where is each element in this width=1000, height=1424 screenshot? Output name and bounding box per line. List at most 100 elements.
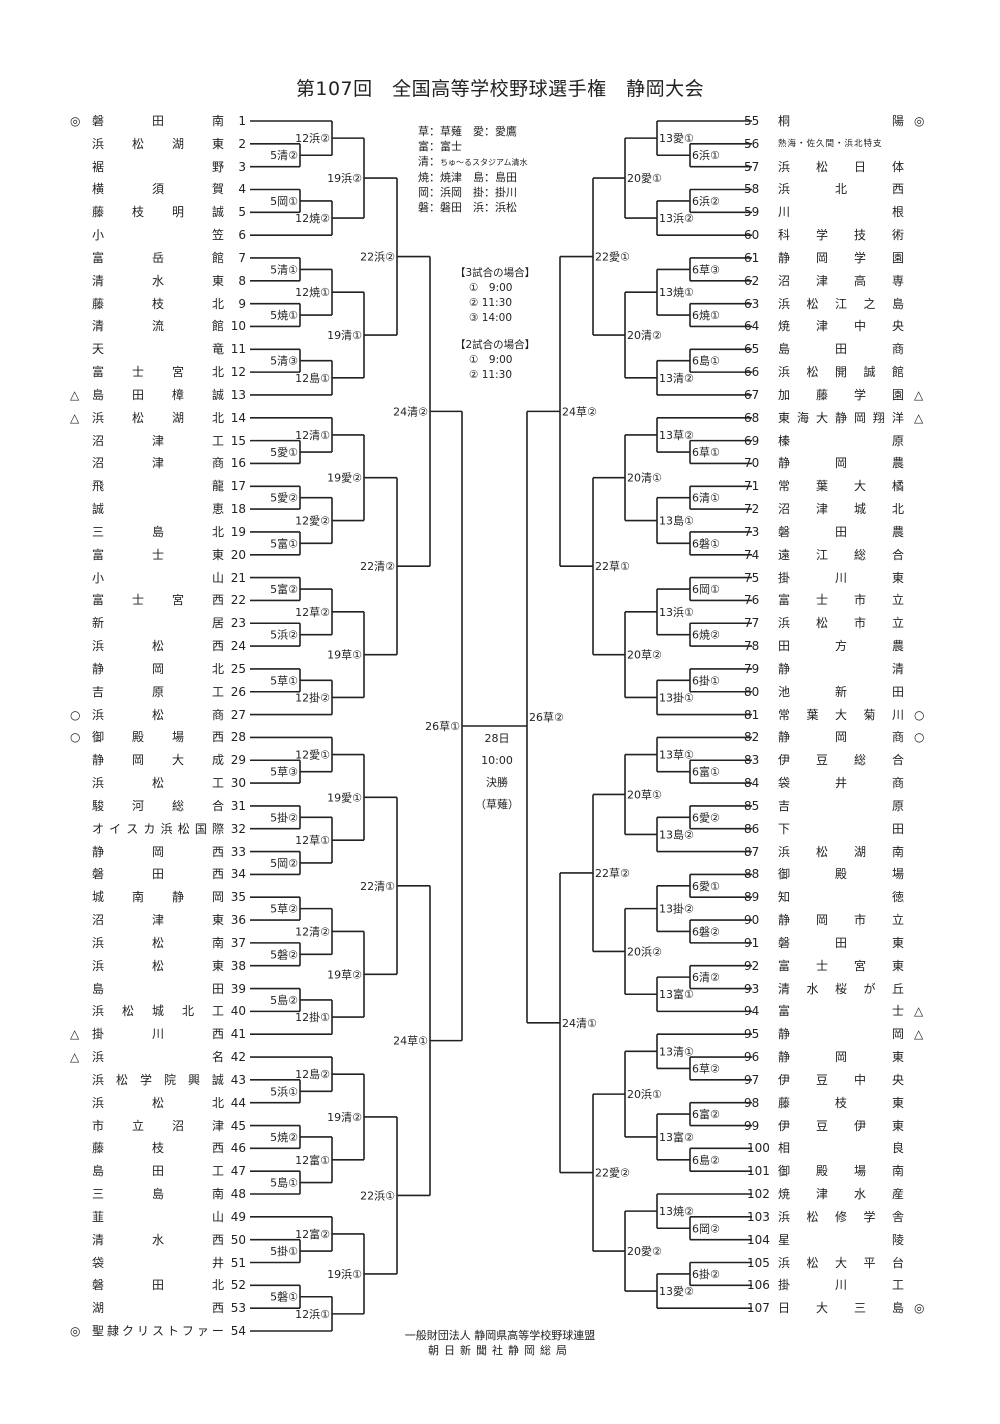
team-name-char: 産 [891, 1187, 904, 1201]
team-name: 浜松大平台 [778, 1255, 904, 1271]
team-name-char: 松 [151, 776, 164, 791]
venue-legend-line: 岡：浜岡 掛：掛川 [418, 186, 517, 199]
team-name-char: 藤 [92, 1141, 105, 1156]
match-label: 20愛① [627, 172, 662, 185]
match-label: 13草② [659, 429, 694, 442]
team-number: 74 [744, 547, 760, 562]
team-name-char: ス [126, 821, 139, 836]
team-name-char: 学 [863, 1209, 876, 1224]
team-name-char: 場 [853, 1164, 866, 1179]
team-name: 富士宮東 [778, 958, 904, 974]
team-number: 70 [744, 456, 760, 471]
team-name-char: 川 [778, 205, 791, 220]
team-name-char: 飛 [92, 479, 105, 494]
team-name-char: 湖 [853, 844, 866, 859]
team-name: 島田商 [778, 341, 904, 357]
footer: 一般財団法人 静岡県高等学校野球連盟 朝日新聞社静岡総局 [0, 1328, 1000, 1358]
match-label: 12掛① [295, 1010, 330, 1024]
triangle-icon: △ [70, 1027, 80, 1042]
team-number: 23 [230, 616, 246, 631]
team-name-char: 工 [211, 776, 224, 791]
team-name: 富士宮北 [92, 364, 224, 380]
team-number: 65 [744, 342, 760, 357]
team-name-char: 工 [211, 1004, 224, 1019]
match-label: 6富② [692, 1107, 720, 1121]
match-label: 13島① [659, 514, 694, 528]
team-name-char: 静 [778, 730, 791, 745]
team-name: 裾野 [92, 159, 224, 175]
team-name: 日大三島 [778, 1300, 904, 1316]
team-number: 5 [238, 205, 246, 220]
team-name-char: 央 [891, 319, 904, 334]
team-name-char: 央 [891, 1072, 904, 1087]
team-name: 沼津城北 [778, 501, 904, 517]
team-name-char: 駿 [92, 798, 105, 813]
team-name-char: 修 [834, 1209, 847, 1224]
team-number: 97 [744, 1072, 760, 1087]
team-name-char: 技 [853, 228, 866, 243]
team-number: 80 [744, 684, 760, 699]
match-label: 20愛② [627, 1245, 662, 1258]
team-name: 新居 [92, 615, 224, 631]
team-name: 吉原 [778, 798, 904, 814]
match-label: 6掛② [692, 1267, 720, 1281]
team-number: 99 [744, 1118, 760, 1133]
match-label: 22清① [360, 880, 395, 893]
final-label: 決勝 [486, 776, 508, 789]
match-label: 13島② [659, 827, 694, 841]
team-name-char: 日 [778, 1301, 791, 1316]
team-name-char: 御 [92, 730, 105, 745]
team-name-char: 岡 [815, 913, 828, 928]
team-name-char: 学 [815, 228, 828, 243]
team-name-char: 浜 [92, 707, 105, 722]
team-name-char: 館 [891, 365, 904, 380]
team-name: 横須賀 [92, 181, 224, 197]
team-name-char: 良 [891, 1141, 904, 1156]
team-name-char: 掛 [778, 570, 791, 585]
team-name-char: 館 [211, 319, 224, 334]
team-name-char: 商 [891, 342, 904, 357]
team-name-char: 加 [778, 387, 791, 402]
team-name-char: 浜 [778, 159, 791, 174]
match-label: 6清① [692, 492, 720, 505]
team-name: 天竜 [92, 341, 224, 357]
team-name-char: 南 [131, 890, 144, 905]
team-name: 清水桜が丘 [778, 981, 904, 997]
team-number: 1 [238, 114, 246, 128]
team-number: 53 [230, 1301, 246, 1316]
team-name: 沼津高専 [778, 273, 904, 289]
match-label: 5掛① [270, 1244, 298, 1258]
team-number: 79 [744, 661, 760, 676]
team-name: 吉原工 [92, 684, 224, 700]
team-name-char: 合 [211, 798, 224, 813]
team-name-char: 興 [187, 1072, 200, 1087]
match-label: 5清② [270, 149, 298, 162]
schedule-time: ① 9:00 [469, 282, 513, 294]
team-name: 伊豆総合 [778, 752, 904, 768]
team-name-char: 島 [891, 1301, 904, 1316]
team-name-char: 水 [806, 981, 819, 996]
team-name-char: 吉 [778, 798, 791, 813]
team-name-char: 立 [131, 1118, 144, 1133]
team-name-char: 田 [778, 639, 791, 654]
final-venue: （草薙） [475, 798, 519, 811]
team-number: 14 [230, 410, 246, 425]
team-name-char: 田 [891, 821, 904, 836]
venue-legend-line: 富：富士 [418, 140, 462, 153]
match-label: 13掛② [659, 902, 694, 916]
team-name: 沼津東 [92, 912, 224, 928]
match-label: 12焼② [295, 212, 330, 225]
team-name-char: 清 [891, 661, 904, 676]
team-name: 掛川工 [778, 1277, 904, 1293]
team-number: 39 [230, 981, 246, 996]
team-number: 2 [238, 136, 246, 151]
team-name-char: 徳 [891, 890, 904, 905]
team-name-char: 工 [211, 433, 224, 448]
team-name-char: 殿 [131, 730, 144, 745]
team-name-char: 大 [815, 1301, 828, 1316]
team-number: 36 [230, 913, 246, 928]
team-number: 50 [230, 1232, 246, 1247]
team-number: 107 [747, 1301, 770, 1316]
match-label: 13掛① [659, 690, 694, 704]
team-name-char: 豆 [815, 1072, 828, 1087]
